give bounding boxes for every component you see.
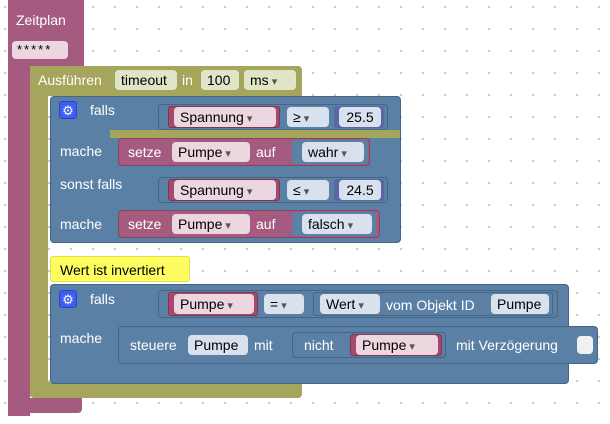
set1-setze-label: setze xyxy=(128,144,162,160)
set1-auf-label: auf xyxy=(256,144,276,160)
number-24-5[interactable]: 24.5 xyxy=(339,180,381,200)
schedule-label: Zeitplan xyxy=(16,12,66,28)
control-steuere-label: steuere xyxy=(130,337,177,353)
object-id-field[interactable]: Pumpe xyxy=(491,294,549,314)
comment-text: Wert ist invertiert xyxy=(60,262,165,278)
not-label: nicht xyxy=(304,337,334,353)
op-lte-dropdown[interactable]: ≤ xyxy=(287,180,329,200)
delay-label: mit Verzögerung xyxy=(456,337,558,353)
schedule-cron-field[interactable]: ***** xyxy=(12,41,68,59)
schedule-block-bottom xyxy=(8,398,82,413)
var-spannung-2-field[interactable]: Spannung xyxy=(174,180,276,200)
schedule-block-arm xyxy=(8,0,30,416)
set1-target-dropdown[interactable]: Pumpe xyxy=(172,142,250,162)
if1-else-if-label: sonst falls xyxy=(60,176,123,192)
timeout-block-arm xyxy=(30,66,48,396)
gear-icon[interactable]: ⚙ xyxy=(59,101,77,119)
timeout-unit-dropdown[interactable]: ms xyxy=(244,70,296,90)
of-object-label: vom Objekt ID xyxy=(386,297,475,313)
number-25-5[interactable]: 25.5 xyxy=(339,107,381,127)
var-pumpe-not-field[interactable]: Pumpe xyxy=(356,335,438,355)
set2-target-dropdown[interactable]: Pumpe xyxy=(172,214,250,234)
bool-falsch-dropdown[interactable]: falsch xyxy=(302,214,372,234)
if1-mache2-label: mache xyxy=(60,216,103,232)
if2-falls-label: falls xyxy=(90,291,115,307)
op-eq-dropdown[interactable]: = xyxy=(264,294,304,314)
var-pumpe-left-field[interactable]: Pumpe xyxy=(174,294,254,314)
timeout-in-label: in xyxy=(182,72,193,88)
control-mit-label: mit xyxy=(254,337,273,353)
bool-wahr-dropdown[interactable]: wahr xyxy=(302,142,364,162)
if1-falls-label: falls xyxy=(90,102,115,118)
control-target-field[interactable]: Pumpe xyxy=(188,335,248,355)
var-spannung-1-field[interactable]: Spannung xyxy=(174,107,276,127)
set2-setze-label: setze xyxy=(128,216,162,232)
timeout-run-label: Ausführen xyxy=(38,72,102,88)
if-block-1-notch xyxy=(110,130,400,138)
if1-mache-label: mache xyxy=(60,143,103,159)
delay-checkbox[interactable] xyxy=(577,336,593,354)
timeout-value-field[interactable]: 100 xyxy=(201,70,239,90)
set2-auf-label: auf xyxy=(256,216,276,232)
timeout-block-bottom xyxy=(30,382,302,398)
timeout-name-field[interactable]: timeout xyxy=(115,70,177,90)
op-gte-dropdown[interactable]: ≥ xyxy=(287,107,329,127)
value-type-dropdown[interactable]: Wert xyxy=(320,294,380,314)
if2-mache-label: mache xyxy=(60,330,103,346)
comment-block[interactable] xyxy=(50,256,190,282)
gear-icon[interactable]: ⚙ xyxy=(59,290,77,308)
